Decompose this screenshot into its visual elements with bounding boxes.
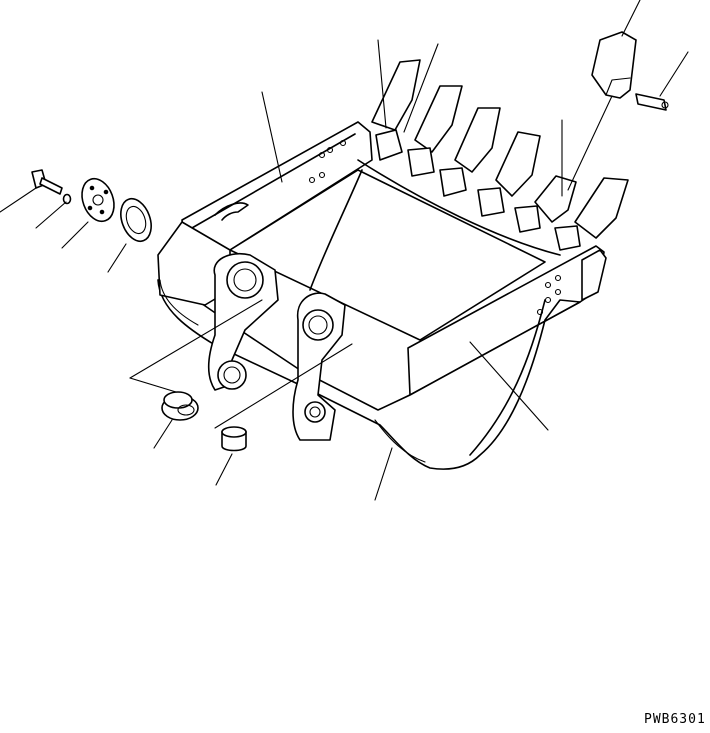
flanged-bushing-icon	[161, 391, 199, 421]
shim-icon	[120, 197, 152, 243]
bucket-tooth-icon	[371, 59, 421, 161]
bucket-tooth-icon	[477, 131, 541, 217]
spacer-plate-icon	[81, 177, 115, 223]
plain-bushing-icon	[221, 426, 247, 452]
bucket-tooth-icon	[514, 175, 577, 233]
leader-lines	[0, 0, 689, 501]
tooth-row	[371, 59, 629, 251]
washer-icon	[62, 193, 72, 205]
side-cutter-icon	[581, 249, 607, 301]
mounting-bolt-icon	[31, 169, 63, 195]
tooth-adapter-icon	[591, 31, 637, 99]
drawing-code: PWB6301	[644, 712, 706, 727]
bucket-body-icon	[157, 121, 605, 470]
bucket-tooth-icon	[554, 177, 629, 251]
bucket-tooth-icon	[439, 107, 501, 197]
bucket-tooth-icon	[407, 85, 463, 177]
tooth-pin-icon	[635, 93, 669, 111]
